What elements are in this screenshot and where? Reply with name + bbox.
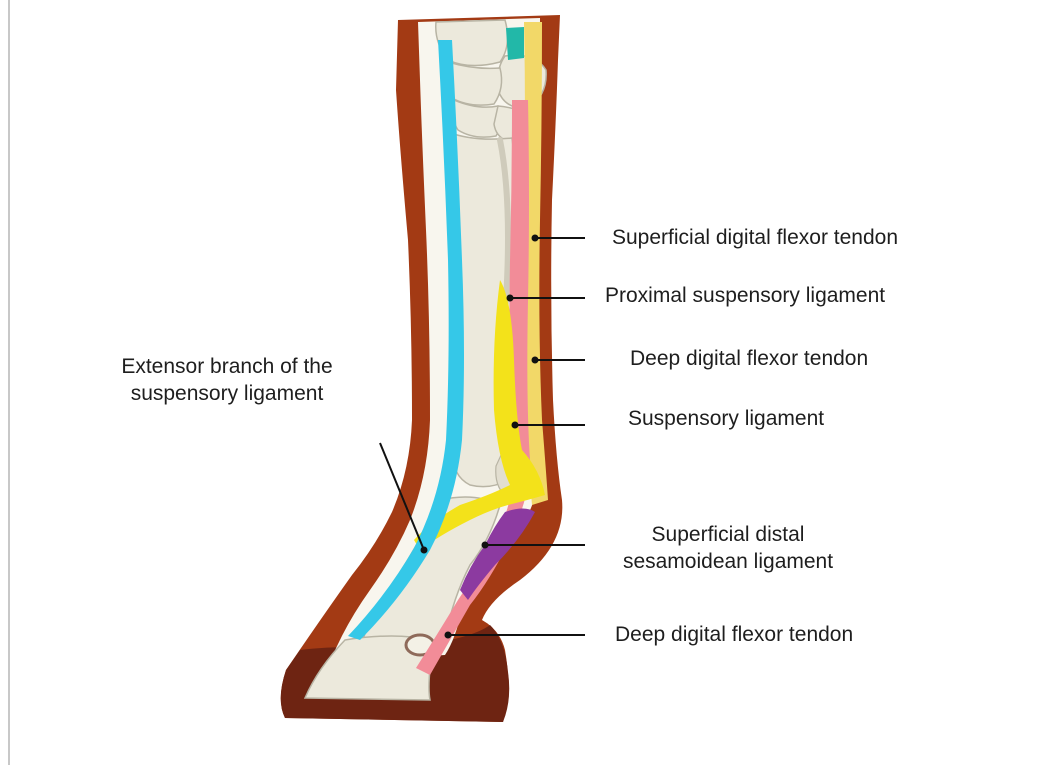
- label-sdsl: Superficial distal sesamoidean ligament: [612, 521, 844, 575]
- dot-sdsl: [482, 542, 489, 549]
- label-suspensory: Suspensory ligament: [628, 405, 824, 432]
- label-ddft-upper: Deep digital flexor tendon: [630, 345, 868, 372]
- label-sdsl-line1: Superficial distal: [612, 521, 844, 548]
- label-proximal-suspensory: Proximal suspensory ligament: [605, 282, 885, 309]
- dot-extensor: [421, 547, 428, 554]
- carpal-ligament-strip: [506, 27, 524, 60]
- label-extensor-line2: suspensory ligament: [92, 380, 362, 407]
- label-extensor-line1: Extensor branch of the: [92, 353, 362, 380]
- dot-ddft-upper: [532, 357, 539, 364]
- label-ddft-lower: Deep digital flexor tendon: [615, 621, 853, 648]
- dot-ddft-lower: [445, 632, 452, 639]
- dot-suspensory: [512, 422, 519, 429]
- label-sdsl-line2: sesamoidean ligament: [612, 548, 844, 575]
- label-extensor: Extensor branch of the suspensory ligame…: [92, 353, 362, 407]
- label-sdft: Superficial digital flexor tendon: [612, 224, 898, 251]
- dot-proximal-suspensory: [507, 295, 514, 302]
- dot-sdft: [532, 235, 539, 242]
